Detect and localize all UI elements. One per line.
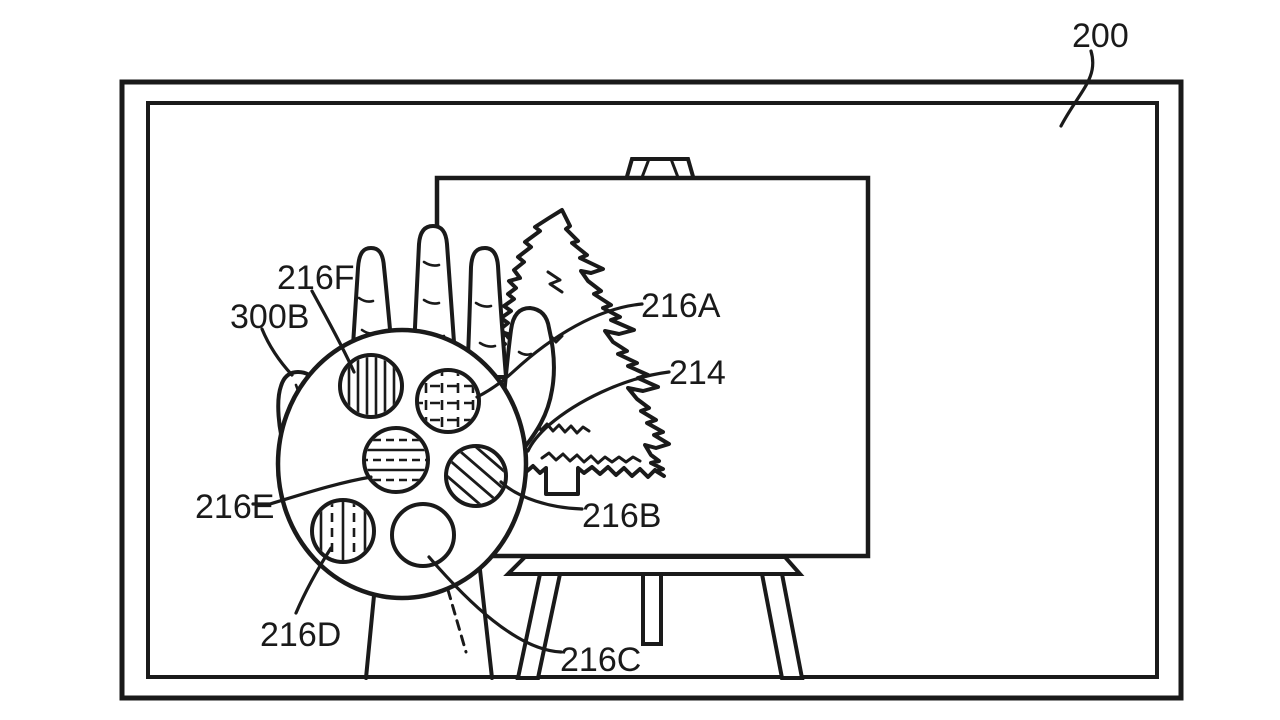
easel-left-leg <box>515 572 563 680</box>
leader-216c <box>427 555 563 654</box>
ref-label-214: 214 <box>669 354 726 392</box>
easel-right-leg <box>759 572 805 680</box>
leader-216f <box>310 289 356 374</box>
ref-label-216f: 216F <box>277 259 355 297</box>
paint-well-216c <box>390 502 456 568</box>
leader-200 <box>1059 49 1095 128</box>
leader-lines <box>251 49 1095 654</box>
ref-label-216b: 216B <box>582 497 661 535</box>
paint-well-216f <box>338 353 404 419</box>
leader-216a <box>475 302 644 399</box>
leader-216d <box>294 546 333 615</box>
ref-label-216d: 216D <box>260 616 341 654</box>
ref-label-300b: 300B <box>230 298 309 336</box>
tree-inner-mark <box>546 270 564 294</box>
outer-frame <box>119 79 1184 701</box>
ref-label-216a: 216A <box>641 287 721 325</box>
paint-well-216b <box>444 444 508 508</box>
easel-tray <box>503 555 805 576</box>
ref-label-216e: 216E <box>195 488 274 526</box>
leader-300b <box>260 327 294 377</box>
reference-labels: 200 216F 300B 216A 214 216E 216B 216D 21… <box>195 17 1129 679</box>
tree-branch-wave-3 <box>540 451 642 465</box>
ring-finger <box>464 245 509 379</box>
paint-well-216e <box>362 426 430 494</box>
ref-label-200: 200 <box>1072 17 1129 55</box>
leader-216b <box>499 480 584 511</box>
leader-216e <box>251 475 373 506</box>
easel-center-leg <box>641 572 663 646</box>
wrist-crease <box>446 588 468 654</box>
display-frame <box>119 79 1184 701</box>
leader-214 <box>526 370 671 453</box>
ref-label-216c: 216C <box>560 641 641 679</box>
inner-frame <box>146 101 1159 679</box>
